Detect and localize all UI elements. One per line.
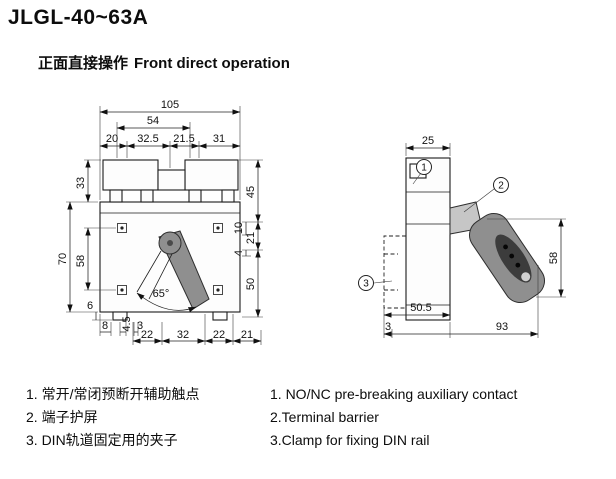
dim-3: 3 [137, 320, 143, 332]
callout-2: 2 [463, 177, 509, 213]
legend-item-en-2: 2.Terminal barrier [270, 409, 379, 425]
side-view: 1 2 3 25 [358, 135, 566, 338]
dim-33: 33 [75, 177, 87, 189]
dim-4-5: 4.5 [121, 316, 133, 331]
callout-3: 3 [358, 275, 393, 291]
dim-10: 10 [233, 222, 245, 234]
front-view-body [99, 159, 241, 321]
dim-25: 25 [422, 135, 434, 147]
front-view: 105 54 20 32.5 21.5 31 [57, 99, 263, 345]
dim-45: 45 [245, 186, 257, 198]
front-handle [136, 230, 210, 310]
subtitle-chinese: 正面直接操作 [38, 55, 129, 72]
side-view-dimensions: 25 58 50.5 3 93 [383, 135, 566, 338]
side-view-body: 1 2 3 [358, 157, 545, 321]
dim-31: 31 [213, 133, 225, 145]
subtitle-english: Front direct operation [134, 55, 290, 72]
legend-item-en-1: 1. NO/NC pre-breaking auxiliary contact [270, 386, 518, 402]
dim-angle-65: 65° [153, 288, 170, 300]
dim-21: 21 [245, 232, 257, 244]
dim-22a: 22 [141, 329, 153, 341]
mounting-hole [213, 285, 223, 295]
callout-1-number: 1 [421, 163, 427, 174]
dim-32: 32 [177, 329, 189, 341]
side-handle [449, 201, 545, 303]
dim-50-5: 50.5 [410, 302, 431, 314]
legend-chinese: 1. 常开/常闭预断开辅助触点 2. 端子护屏 3. DIN轨道固定用的夹子 [26, 383, 199, 452]
dim-105: 105 [161, 99, 179, 111]
front-foot-right [212, 311, 228, 321]
dim-6: 6 [87, 300, 93, 312]
dim-3-side: 3 [385, 321, 391, 333]
callout-3-number: 3 [363, 279, 369, 290]
legend-item-zh-2: 2. 端子护屏 [26, 409, 98, 425]
legend-item-en-3: 3.Clamp for fixing DIN rail [270, 432, 430, 448]
front-terminal-block-left [102, 159, 159, 191]
callout-1: 1 [412, 159, 432, 185]
front-foot-left [112, 311, 128, 321]
dim-21b: 21 [241, 329, 253, 341]
callout-2-number: 2 [498, 181, 504, 192]
dim-54: 54 [147, 115, 159, 127]
handle-rotation-arc [136, 292, 197, 313]
side-body [405, 157, 451, 321]
mounting-hole [117, 223, 127, 233]
legend-item-zh-3: 3. DIN轨道固定用的夹子 [26, 432, 178, 448]
dim-93: 93 [496, 321, 508, 333]
dim-20: 20 [106, 133, 118, 145]
front-terminal-block-right [184, 159, 239, 191]
dim-50: 50 [245, 278, 257, 290]
dim-4: 4 [233, 250, 245, 256]
mounting-hole [213, 223, 223, 233]
dim-70: 70 [57, 253, 69, 265]
page-title: JLGL-40~63A [8, 6, 149, 29]
dim-32-5: 32.5 [137, 133, 158, 145]
legend-item-zh-1: 1. 常开/常闭预断开辅助触点 [26, 386, 200, 402]
page-subtitle: 正面直接操作 Front direct operation [38, 52, 290, 73]
dim-22b: 22 [213, 329, 225, 341]
dim-58-side: 58 [548, 252, 560, 264]
din-clamp-dashed [383, 235, 406, 309]
front-view-dimensions: 105 54 20 32.5 21.5 31 [57, 99, 263, 345]
mounting-hole [117, 285, 127, 295]
dim-21-5: 21.5 [173, 133, 194, 145]
dim-8: 8 [102, 320, 108, 332]
dim-58: 58 [75, 255, 87, 267]
legend-english: 1. NO/NC pre-breaking auxiliary contact … [270, 383, 517, 452]
